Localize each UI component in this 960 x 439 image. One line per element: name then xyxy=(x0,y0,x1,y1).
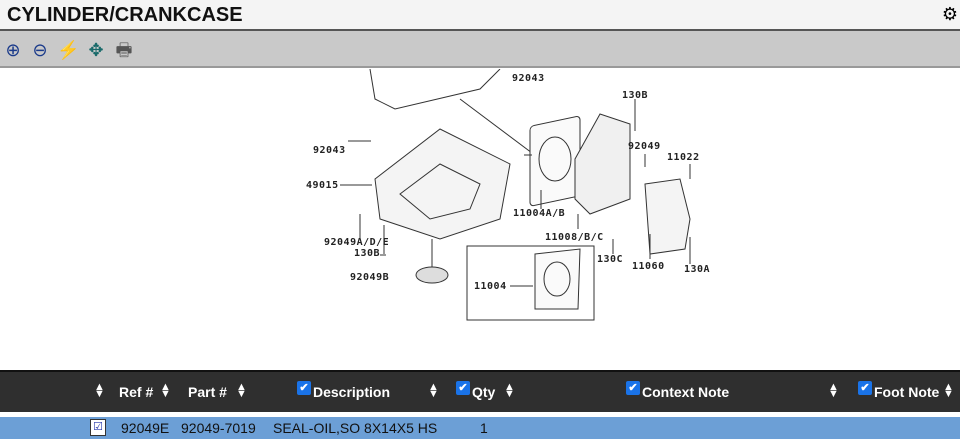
sort-icon[interactable]: ▲▼ xyxy=(504,381,515,400)
gasket-bore xyxy=(538,136,572,182)
part-label[interactable]: 92049 xyxy=(628,141,661,152)
part-label[interactable]: 92049B xyxy=(350,272,390,283)
parts-diagram[interactable]: 92043 130B 92043 92049 11022 49015 11004… xyxy=(0,69,960,368)
context-note-checkbox[interactable]: ✔ xyxy=(626,381,640,395)
part-label[interactable]: 49015 xyxy=(306,180,339,191)
sort-icon[interactable]: ▲▼ xyxy=(94,381,105,400)
title-bar: CYLINDER/CRANKCASE ⚙ xyxy=(0,0,960,31)
part-label[interactable]: 130C xyxy=(597,254,624,265)
part-cell: 92049-7019 xyxy=(181,420,256,436)
gasket-inset xyxy=(534,248,581,310)
diagram-drawing xyxy=(340,69,691,321)
description-cell: SEAL-OIL,SO 8X14X5 HS xyxy=(273,420,438,436)
sort-icon[interactable]: ▲▼ xyxy=(428,381,439,400)
page-title: CYLINDER/CRANKCASE xyxy=(7,4,243,26)
cylinder-head xyxy=(574,113,631,215)
part-label[interactable]: 11004A/B xyxy=(513,208,566,219)
table-row[interactable]: ☑ 92049E 92049-7019 SEAL-OIL,SO 8X14X5 H… xyxy=(0,417,960,439)
part-label[interactable]: 92049A/D/E xyxy=(324,237,390,248)
part-label[interactable]: 92043 xyxy=(512,73,545,84)
column-part[interactable]: Part # xyxy=(188,384,227,400)
edit-note-icon[interactable]: ☑ xyxy=(90,419,106,436)
foot-note-checkbox[interactable]: ✔ xyxy=(858,381,872,395)
table-header: ▲▼ Ref # ▲▼ Part # ▲▼ ✔Description ▲▼ ✔Q… xyxy=(0,370,960,412)
part-label[interactable]: 130A xyxy=(684,264,711,275)
gasket-inset-bore xyxy=(543,261,571,297)
column-context-note[interactable]: ✔Context Note xyxy=(626,381,729,400)
column-label: Context Note xyxy=(642,384,730,400)
gasket xyxy=(529,115,581,207)
column-qty[interactable]: ✔Qty xyxy=(456,381,495,400)
sort-icon[interactable]: ▲▼ xyxy=(236,381,247,400)
description-checkbox[interactable]: ✔ xyxy=(297,381,311,395)
column-label: Qty xyxy=(472,384,496,400)
part-label[interactable]: 130B xyxy=(622,90,649,101)
crankcase-inner xyxy=(399,163,481,220)
leader-line xyxy=(459,98,541,160)
leader-lines xyxy=(340,99,691,287)
qty-cell: 1 xyxy=(480,420,488,436)
column-description[interactable]: ✔Description xyxy=(297,381,390,400)
part-label[interactable]: 11008/B/C xyxy=(545,232,604,243)
sort-icon[interactable]: ▲▼ xyxy=(828,381,839,400)
column-label: Description xyxy=(313,384,391,400)
part-label[interactable]: 11004 xyxy=(474,281,507,292)
print-icon[interactable]: 🖶 xyxy=(115,40,133,60)
ref-cell: 92049E xyxy=(121,420,170,436)
part-label[interactable]: 11022 xyxy=(667,152,700,163)
select-icon[interactable]: ✥ xyxy=(88,40,104,60)
oil-seal xyxy=(415,266,449,284)
lightning-icon[interactable]: ⚡ xyxy=(57,40,80,60)
part-label[interactable]: 130B xyxy=(354,248,381,259)
crankcase-top-outline xyxy=(369,69,501,110)
part-label[interactable]: 92043 xyxy=(313,145,346,156)
column-label: Foot Note xyxy=(874,384,940,400)
toolbar: ⊕ ⊖ ⚡ ✥ 🖶 xyxy=(0,31,960,68)
inset-box xyxy=(466,245,595,321)
sort-icon[interactable]: ▲▼ xyxy=(943,381,954,400)
part-label[interactable]: 11060 xyxy=(632,261,665,272)
qty-checkbox[interactable]: ✔ xyxy=(456,381,470,395)
zoom-in-icon[interactable]: ⊕ xyxy=(5,40,21,60)
column-ref[interactable]: Ref # xyxy=(119,384,154,400)
crankcase-body xyxy=(374,128,511,240)
column-foot-note[interactable]: ✔Foot Note xyxy=(858,381,939,400)
sort-icon[interactable]: ▲▼ xyxy=(160,381,171,400)
gear-icon[interactable]: ⚙ xyxy=(941,4,958,24)
zoom-out-icon[interactable]: ⊖ xyxy=(32,40,48,60)
head-cover xyxy=(644,178,691,255)
